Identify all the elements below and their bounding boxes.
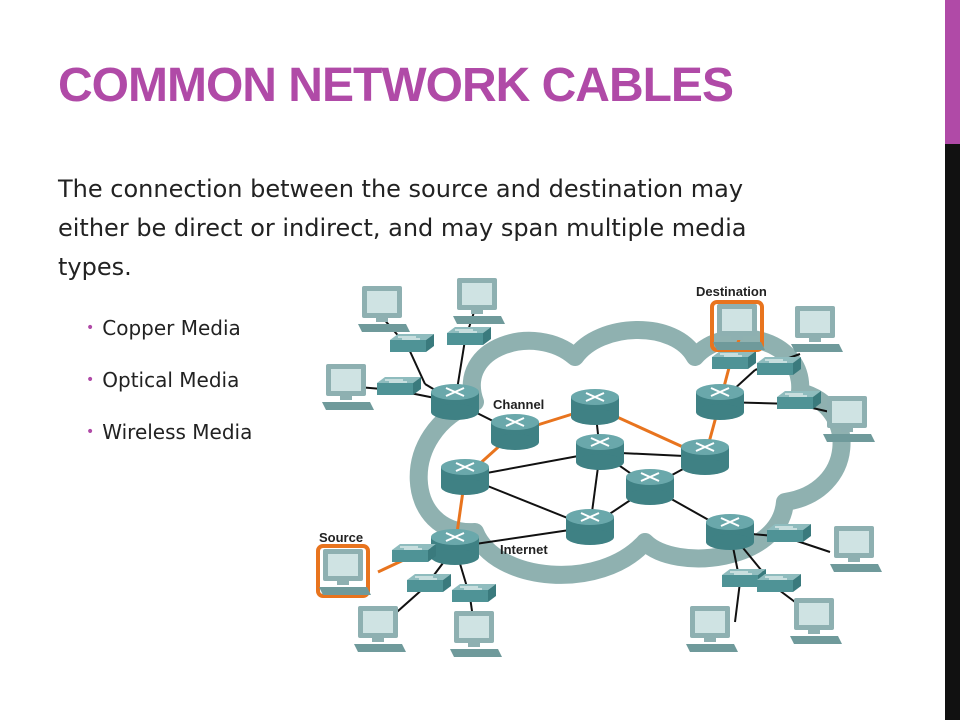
network-diagram: Destination Channel Source Internet: [316, 278, 882, 657]
right-accent-bar: [945, 0, 960, 144]
switch-icon: [711, 350, 757, 370]
bullet-icon: •: [86, 372, 95, 388]
list-item: • Copper Media: [86, 310, 252, 362]
computer-icon: [790, 598, 842, 644]
bullet-label: Wireless Media: [102, 420, 253, 444]
destination-computer-icon: [710, 300, 765, 352]
destination-label: Destination: [696, 284, 767, 299]
router-icon: [570, 388, 620, 426]
computer-icon: [450, 611, 502, 657]
computer-icon: [830, 526, 882, 572]
router-icon: [430, 528, 480, 566]
bullet-label: Optical Media: [102, 368, 240, 392]
switch-icon: [756, 356, 802, 376]
list-item: • Optical Media: [86, 362, 252, 414]
computer-icon: [354, 606, 406, 652]
router-icon: [695, 383, 745, 421]
router-icon: [705, 513, 755, 551]
computer-icon: [686, 606, 738, 652]
switch-icon: [451, 583, 497, 603]
bullet-label: Copper Media: [102, 316, 241, 340]
router-icon: [565, 508, 615, 546]
internet-label: Internet: [500, 542, 548, 557]
switch-icon: [776, 390, 822, 410]
router-icon: [430, 383, 480, 421]
computer-icon: [791, 306, 843, 352]
media-list: • Copper Media • Optical Media • Wireless M…: [86, 310, 252, 466]
switch-icon: [766, 523, 812, 543]
router-icon: [490, 413, 540, 451]
router-icon: [625, 468, 675, 506]
channel-label: Channel: [493, 397, 544, 412]
list-item: • Wireless Media: [86, 414, 252, 466]
source-label: Source: [319, 530, 363, 545]
switch-icon: [376, 376, 422, 396]
switch-icon: [391, 543, 437, 563]
computer-icon: [453, 278, 505, 324]
router-icon: [440, 458, 490, 496]
switch-icon: [756, 573, 802, 593]
switch-icon: [389, 333, 435, 353]
router-icon: [575, 433, 625, 471]
switch-icon: [406, 573, 452, 593]
bullet-icon: •: [86, 424, 95, 440]
right-edge-bar: [945, 0, 960, 720]
slide-title: COMMON NETWORK CABLES: [58, 59, 734, 112]
bullet-icon: •: [86, 320, 95, 336]
router-icon: [680, 438, 730, 476]
switch-icon: [446, 326, 492, 346]
source-computer-icon: [316, 544, 371, 598]
computer-icon: [823, 396, 875, 442]
computer-icon: [358, 286, 410, 332]
intro-text: The connection between the source and de…: [58, 175, 747, 281]
